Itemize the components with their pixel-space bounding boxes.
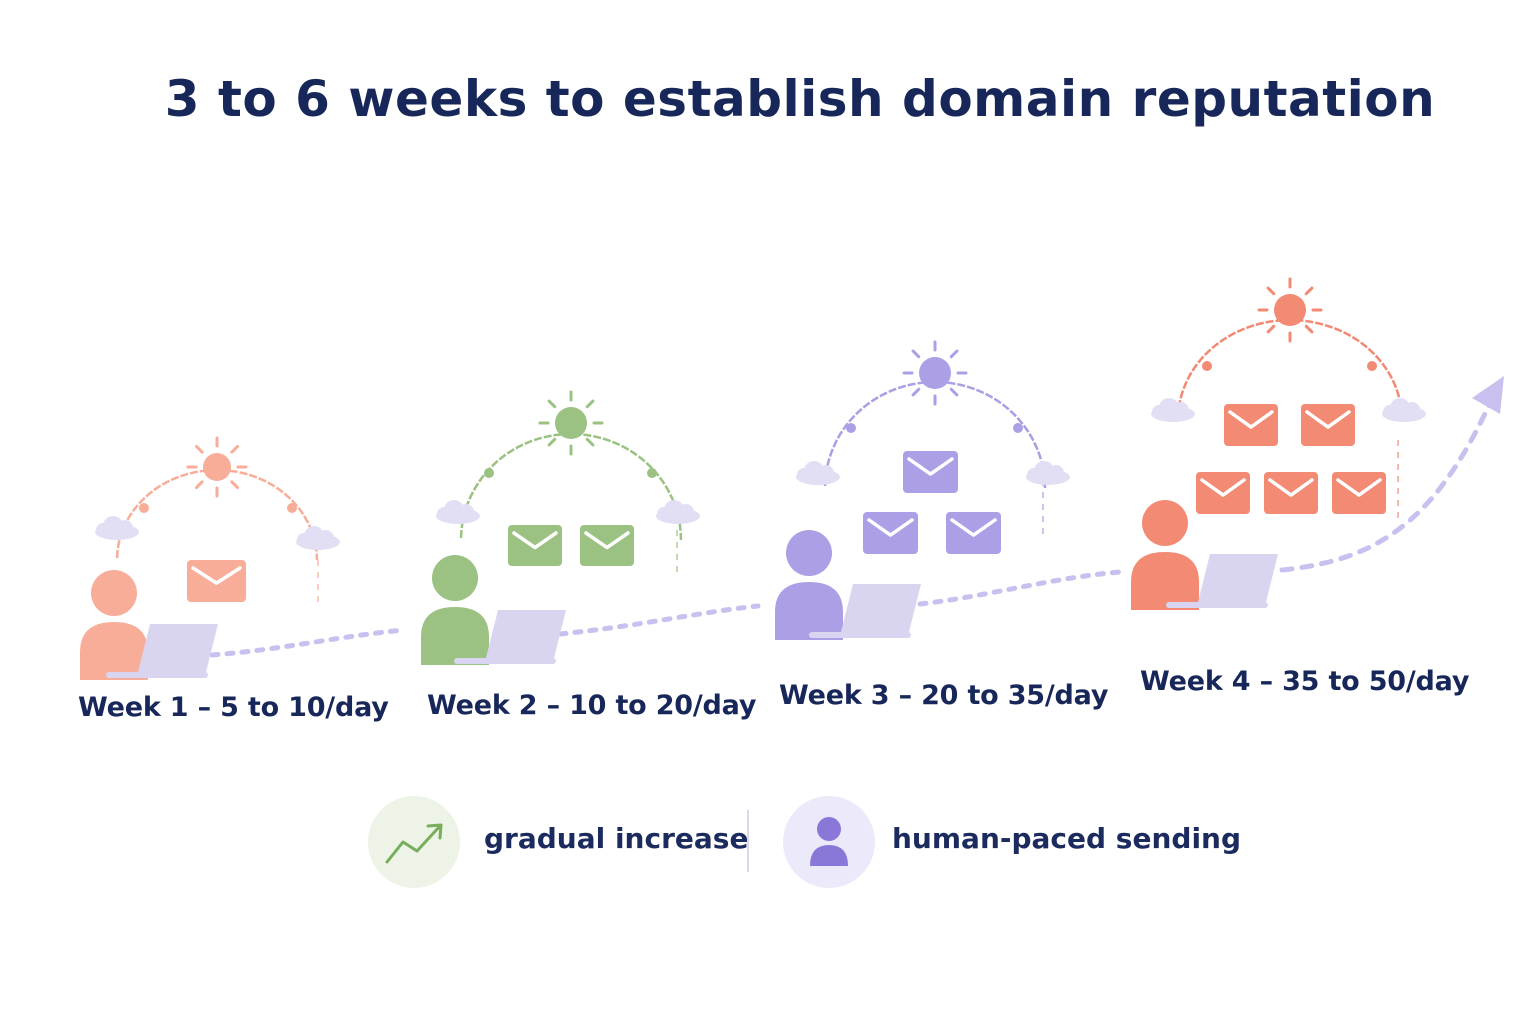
envelope-icon [1264,472,1318,514]
page-title: 3 to 6 weeks to establish domain reputat… [164,70,1436,128]
sun-icon [538,390,604,456]
week-label-2: Week 2 – 10 to 20/day [427,690,757,721]
cloud-icon [1151,398,1195,422]
orbit-dot [647,468,657,478]
cloud-icon [436,500,480,524]
envelope-icon [1301,404,1355,446]
cloud-icon [95,516,139,540]
cloud-icon [1382,398,1426,422]
orbit-dot [846,423,856,433]
week-group-3 [775,340,1070,640]
envelope-icon [187,560,246,602]
sun-icon [902,340,968,406]
legend-label-gradual-increase: gradual increase [484,822,749,855]
sun-icon [1257,277,1323,343]
person-icon [421,555,489,665]
arrow-up-right-icon [1472,376,1504,414]
legend-label-human-paced-sending: human-paced sending [892,822,1242,855]
progress-path-segment-3 [917,569,1123,607]
orbit-arc [115,468,319,561]
orbit-dot [139,503,149,513]
sun-icon [186,436,248,498]
envelope-icon [863,512,918,554]
week-group-2 [421,390,700,665]
progress-path-segment-2 [557,603,761,637]
week-label-3: Week 3 – 20 to 35/day [779,680,1109,711]
envelope-icon [1196,472,1250,514]
laptop-icon [1166,554,1278,608]
orbit-dot [287,503,297,513]
orbit-dot [1202,361,1212,371]
cloud-icon [1026,461,1070,485]
trend-up-icon [385,824,442,864]
cloud-icon [296,526,340,550]
laptop-icon [454,610,566,664]
cloud-icon [656,500,700,524]
orbit-dot [1013,423,1023,433]
week-label-1: Week 1 – 5 to 10/day [78,692,389,723]
legend-divider [747,810,749,872]
person-icon [80,570,148,680]
envelope-icon [508,525,562,566]
progress-path-segment-4 [1279,382,1501,573]
envelope-icon [1224,404,1278,446]
person-icon [810,817,848,866]
laptop-icon [106,624,218,678]
person-icon [1131,500,1199,610]
envelope-icon [1332,472,1386,514]
orbit-dot [484,468,494,478]
week-group-4 [1131,277,1426,610]
envelope-icon [946,512,1001,554]
person-icon [775,530,843,640]
week-label-4: Week 4 – 35 to 50/day [1140,666,1470,697]
envelope-icon [580,525,634,566]
week-group-1 [80,436,340,680]
legend-bg-gradual [368,796,460,888]
cloud-icon [796,461,840,485]
envelope-icon [903,451,958,493]
orbit-dot [1367,361,1377,371]
legend-bg-human [783,796,875,888]
progress-path-segment-1 [209,627,407,658]
laptop-icon [809,584,921,638]
